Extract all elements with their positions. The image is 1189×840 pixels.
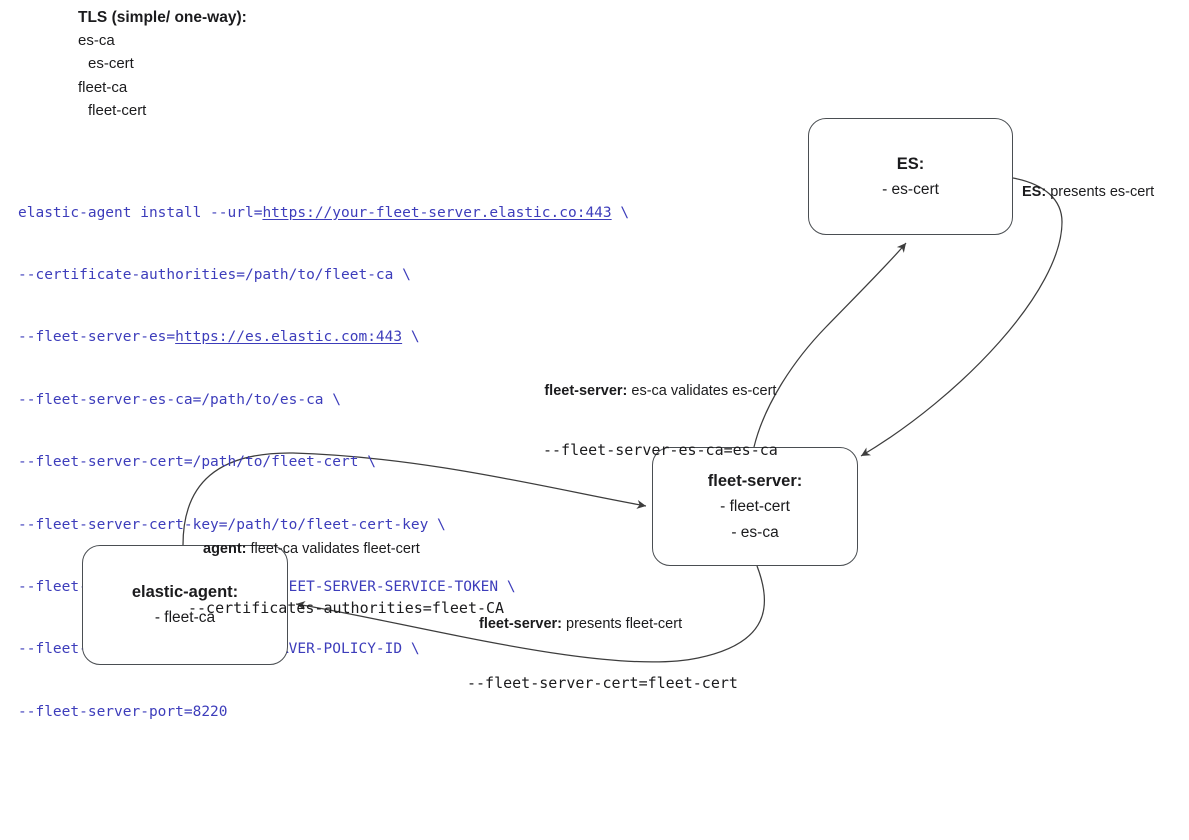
tls-legend-heading: TLS (simple/ one-way): (78, 9, 247, 26)
node-fleet-server-title: fleet-server: (707, 471, 803, 490)
label-bold: fleet-server: (544, 383, 628, 399)
command-text: --fleet-server-es= (18, 329, 176, 346)
command-line: --fleet-server-es-ca=/path/to/es-ca \ (18, 391, 342, 408)
label-code: --certificates-authorities=fleet-CA (188, 599, 505, 617)
label-bold: fleet-server: (479, 616, 563, 632)
label-code: --fleet-server-es-ca=es-ca (543, 441, 778, 459)
node-es-item: - es-cert (882, 180, 939, 198)
label-text: presents fleet-cert (562, 616, 683, 632)
command-line: --fleet-server-cert=/path/to/fleet-cert … (18, 454, 376, 471)
label-text: fleet-ca validates fleet-cert (246, 541, 420, 557)
label-code: --fleet-server-cert=fleet-cert (467, 674, 738, 692)
es-url-link[interactable]: https://es.elastic.com:443 (175, 329, 403, 346)
node-elastic-agent-title: elastic-agent: (131, 583, 239, 601)
tls-legend-item: fleet-cert (88, 101, 147, 119)
label-agent-validates-fleet-cert: agent: fleet-ca validates fleet-cert --c… (188, 502, 504, 656)
node-es-title: ES: (896, 154, 925, 173)
label-bold: ES: (1022, 184, 1047, 200)
node-fleet-server-item: - fleet-cert (720, 497, 790, 515)
command-text: elastic-agent install --url= (18, 204, 263, 221)
node-elastic-agent-item: - fleet-ca (154, 609, 216, 626)
command-line: --certificate-authorities=/path/to/fleet… (18, 266, 411, 283)
node-elastic-agent: elastic-agent: - fleet-ca (82, 545, 288, 665)
command-text: \ (611, 204, 630, 221)
label-bold: agent: (203, 541, 247, 557)
tls-legend: TLS (simple/ one-way): es-ca es-cert fle… (78, 6, 247, 122)
tls-legend-item: es-cert (88, 55, 134, 73)
label-fleet-server-presents-fleet-cert: fleet-server: presents fleet-cert --flee… (467, 577, 738, 731)
node-es: ES: - es-cert (808, 118, 1013, 235)
command-line: --fleet-server-es=https://es.elastic.com… (18, 327, 629, 348)
command-line: --fleet-server-cert-key=/path/to/fleet-c… (18, 516, 446, 533)
tls-legend-item: es-ca (78, 32, 115, 50)
fleet-server-url-link[interactable]: https://your-fleet-server.elastic.co:443 (262, 204, 612, 221)
label-es-presents-es-cert: ES: presents es-cert (1022, 145, 1154, 240)
node-fleet-server: fleet-server: - fleet-cert - es-ca (652, 447, 858, 566)
label-text: es-ca validates es-cert (627, 383, 777, 399)
tls-legend-item: fleet-ca (78, 78, 128, 96)
node-fleet-server-item: - es-ca (731, 523, 779, 541)
label-text: presents es-cert (1046, 184, 1155, 200)
label-fleet-server-validates-es-cert: fleet-server: es-ca validates es-cert --… (543, 344, 778, 498)
command-text: \ (402, 329, 420, 346)
command-line: --fleet-server-port=8220 (18, 703, 228, 720)
command-line: elastic-agent install --url=https://your… (18, 203, 629, 224)
